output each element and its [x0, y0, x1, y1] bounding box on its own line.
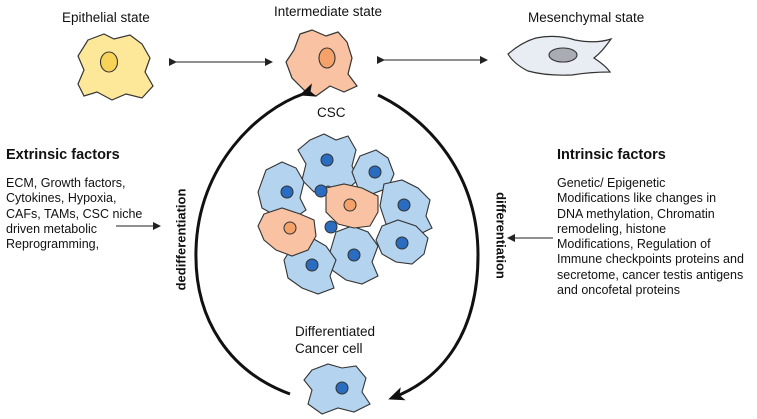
- cluster-blue-cell: [329, 225, 379, 285]
- extrinsic-heading: Extrinsic factors: [6, 147, 120, 163]
- intermediate-nucleus: [318, 47, 336, 69]
- differentiated-nucleus: [335, 381, 349, 395]
- intermediate-cell: [285, 29, 358, 97]
- mesenchymal-nucleus: [548, 47, 578, 63]
- epithelial-cell: [77, 33, 154, 101]
- cluster-orange-cell: [257, 207, 317, 257]
- intrinsic-line: Genetic/ Epigenetic: [557, 176, 666, 190]
- cluster-blue-cell: [297, 133, 359, 193]
- dedifferentiation-label: dedifferentiation: [173, 188, 189, 291]
- mesenchymal-cell: [507, 35, 613, 76]
- intrinsic-line: Modifications, Regulation of: [557, 237, 711, 252]
- cluster-free-nucleus: [324, 220, 338, 234]
- extrinsic-line: Reprogramming,: [6, 237, 100, 252]
- extrinsic-line: CAFs, TAMs, CSC niche: [6, 206, 143, 221]
- intrinsic-heading: Intrinsic factors: [557, 147, 666, 163]
- cluster-blue-cell: [375, 219, 429, 265]
- dedifferentiation-arc: [194, 83, 317, 396]
- extrinsic-line: Cytokines, Hypoxia,: [6, 191, 117, 206]
- differentiated-cell: [303, 363, 371, 415]
- intermediate-state-label: Intermediate state: [274, 4, 383, 19]
- intrinsic-line: remodeling, histone: [557, 221, 667, 236]
- differentiation-label: differentiation: [493, 192, 509, 279]
- epithelial-nucleus: [99, 51, 119, 73]
- differentiated-label-line2: Cancer cell: [295, 341, 363, 356]
- differentiated-label: Differentiated Cancer cell: [295, 323, 375, 357]
- differentiation-arc: [377, 93, 480, 401]
- intrinsic-line: secretome, cancer testis antigens: [557, 267, 744, 282]
- extrinsic-line: driven metabolic: [6, 221, 98, 236]
- cluster-free-nucleus: [314, 184, 328, 198]
- mesenchymal-state-label: Mesenchymal state: [528, 10, 645, 25]
- epithelial-state-label: Epithelial state: [62, 10, 150, 25]
- cluster-orange-cell: [325, 183, 379, 229]
- extrinsic-line: ECM, Growth factors,: [6, 176, 126, 190]
- csc-label: CSC: [317, 105, 346, 120]
- intrinsic-line: DNA methylation, Chromatin: [557, 206, 715, 221]
- intrinsic-line: Immune checkpoints proteins and: [557, 252, 744, 267]
- intrinsic-line: and oncofetal proteins: [557, 283, 681, 298]
- differentiated-label-line1: Differentiated: [295, 324, 376, 339]
- tumor-cluster: [257, 133, 433, 295]
- intrinsic-line: Modifications like changes in: [557, 191, 717, 206]
- intrinsic-list: Genetic/ Epigenetic Modifications like c…: [557, 176, 744, 298]
- extrinsic-list: ECM, Growth factors, Cytokines, Hypoxia,…: [6, 176, 142, 252]
- cluster-blue-cell: [257, 161, 307, 221]
